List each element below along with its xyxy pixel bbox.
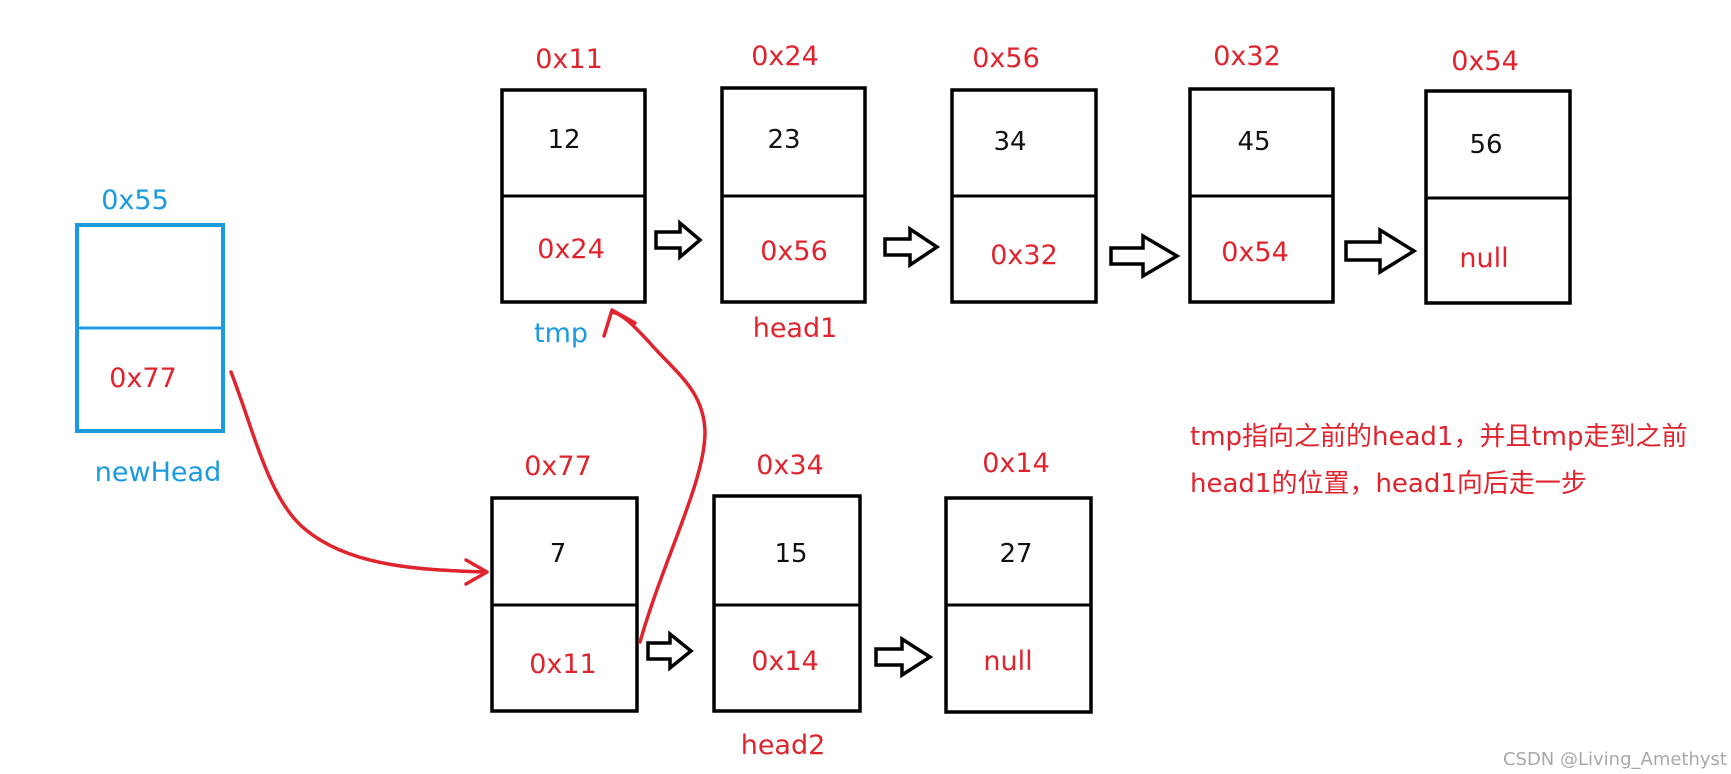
list2-arrow-1 <box>874 635 934 679</box>
curve-newhead-to-list2-line <box>229 370 487 574</box>
list2-node-1: 0x34 15 0x14 <box>712 450 862 713</box>
list1-node-4-value: 56 <box>1469 130 1502 160</box>
list2-node-1-next: 0x14 <box>751 646 819 677</box>
list1-node-2-address: 0x56 <box>972 43 1040 74</box>
list1-node-0: 0x11 12 0x24 <box>500 44 647 304</box>
curve-newhead-to-list2 <box>229 370 489 586</box>
new-head-node: 0x55 0x77 newHead <box>75 185 225 488</box>
curve-tmp-to-list1 <box>602 308 707 644</box>
list1-arrow-1 <box>883 225 941 269</box>
list1-arrow-3 <box>1344 226 1418 276</box>
watermark: CSDN @Living_Amethyst <box>1503 749 1727 770</box>
list2-node-0-next: 0x11 <box>529 649 597 680</box>
list2-node-0-address: 0x77 <box>524 451 592 482</box>
list1-node-0-next: 0x24 <box>537 234 605 265</box>
list1-node-3-value: 45 <box>1237 127 1270 157</box>
list2-node-2-value: 27 <box>999 539 1032 569</box>
curve-newhead-to-list2-head <box>464 558 489 586</box>
list1-node-1-next: 0x56 <box>760 236 828 267</box>
list1-node-4-next: null <box>1459 243 1508 274</box>
curve-tmp-to-list1-line <box>610 310 707 644</box>
curve-tmp-to-list1-head <box>602 308 637 338</box>
list1-node-1-value: 23 <box>767 125 800 155</box>
new-head-address: 0x55 <box>101 185 169 216</box>
list1-node-0-value: 12 <box>547 125 580 155</box>
list1-node-2: 0x56 34 0x32 <box>950 43 1098 304</box>
list1-node-4: 0x54 56 null <box>1424 46 1572 305</box>
new-head-next: 0x77 <box>109 363 177 394</box>
tmp-label: tmp <box>534 318 588 349</box>
list1-node-4-address: 0x54 <box>1451 46 1519 77</box>
list1-node-2-next: 0x32 <box>990 240 1058 271</box>
list2-node-2-next: null <box>983 646 1032 677</box>
list1-node-3-address: 0x32 <box>1213 41 1281 72</box>
list1-node-3-next: 0x54 <box>1221 237 1289 268</box>
list1-arrow-0 <box>654 219 703 261</box>
list2-node-0: 0x77 7 0x11 <box>490 451 639 713</box>
list1-node-3: 0x32 45 0x54 <box>1188 41 1335 304</box>
list2-arrow-0 <box>646 630 694 672</box>
head1-label: head1 <box>753 313 838 344</box>
list1-node-1-address: 0x24 <box>751 41 819 72</box>
note-line-2: head1的位置，head1向后走一步 <box>1190 469 1587 499</box>
head2-label: head2 <box>741 730 826 761</box>
list1-node-2-value: 34 <box>993 127 1026 157</box>
list1-node-0-address: 0x11 <box>535 44 603 75</box>
list2-node-1-value: 15 <box>774 539 807 569</box>
list2-node-1-address: 0x34 <box>756 450 824 481</box>
list2-node-2: 0x14 27 null <box>944 448 1093 714</box>
list1-node-1: 0x24 23 0x56 <box>720 41 867 304</box>
note-line-1: tmp指向之前的head1，并且tmp走到之前 <box>1190 422 1688 452</box>
list2-node-0-value: 7 <box>550 539 567 569</box>
list2-node-2-address: 0x14 <box>982 448 1050 479</box>
list1-arrow-2 <box>1109 232 1181 280</box>
new-head-label: newHead <box>95 457 221 488</box>
